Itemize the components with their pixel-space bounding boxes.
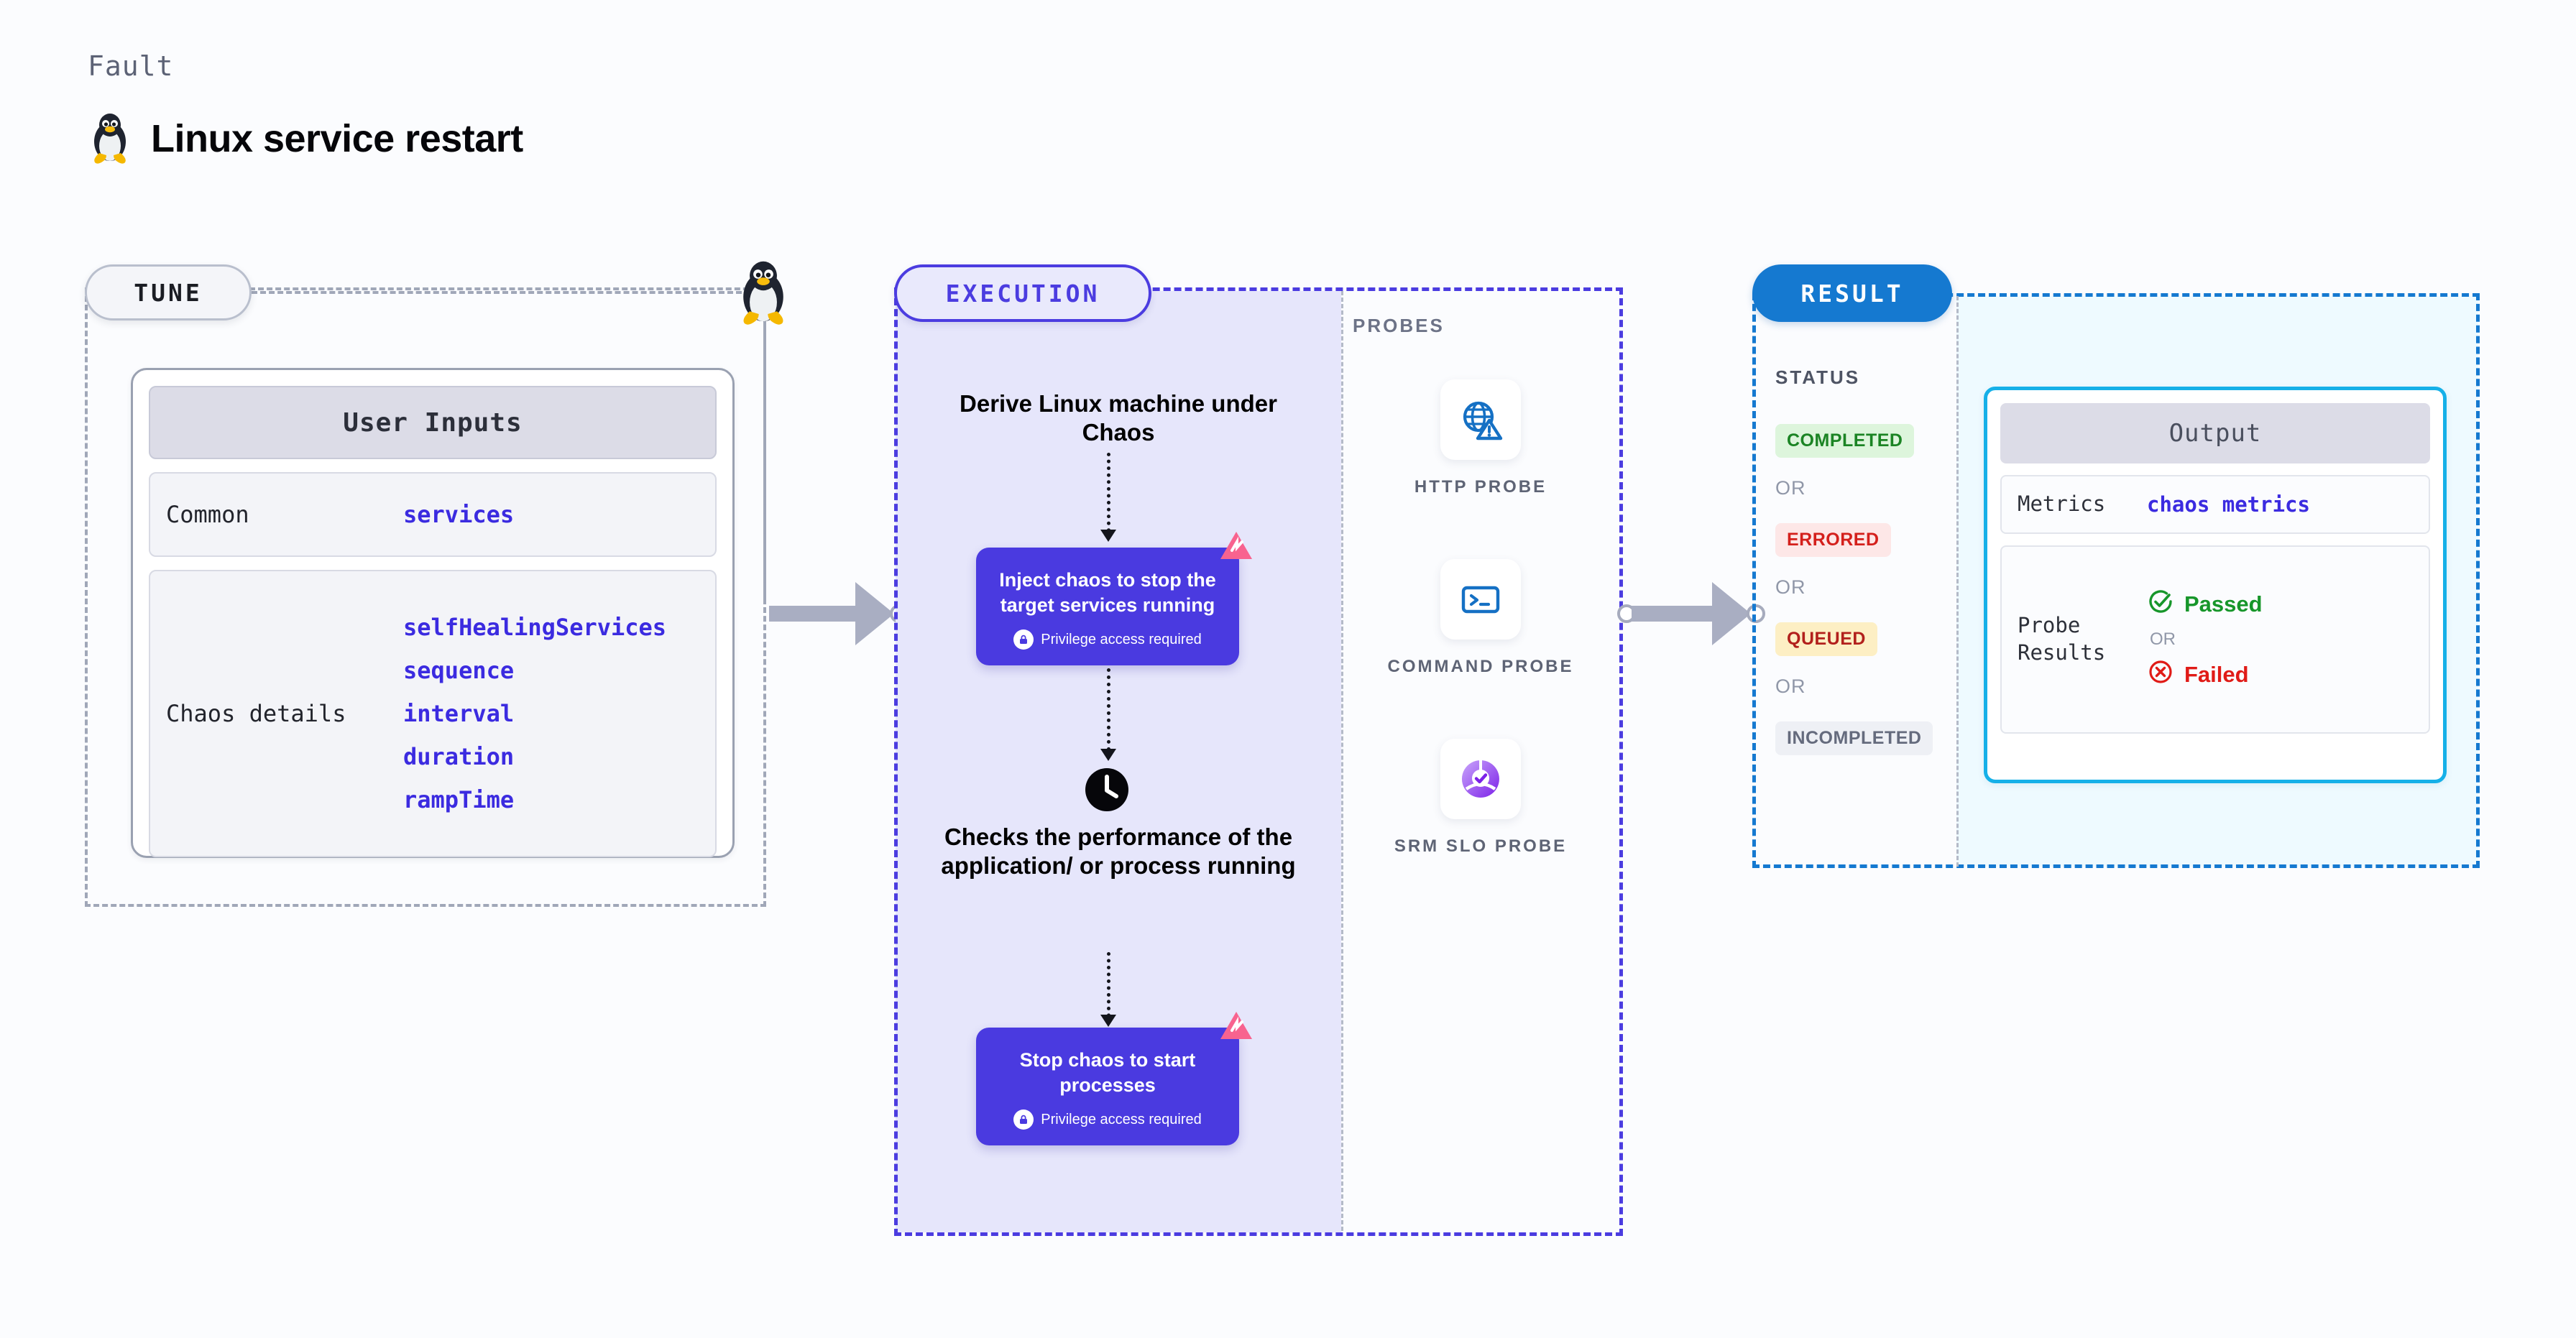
eyebrow-label: Fault: [88, 50, 174, 82]
row-key: Metrics: [2018, 492, 2106, 517]
row-key: Common: [166, 501, 249, 528]
execution-step-derive: Derive Linux machine under Chaos: [960, 390, 1277, 446]
flow-arrow-1: [1100, 453, 1116, 542]
row-key: Probe Results: [2018, 613, 2106, 665]
status-badge-completed: COMPLETED: [1775, 424, 1915, 458]
flow-arrow-2: [1100, 668, 1116, 761]
card-note-row: Privilege access required: [988, 629, 1228, 650]
row-values: selfHealingServices sequence interval du…: [403, 614, 666, 813]
card-note: Privilege access required: [1041, 631, 1202, 647]
output-card: Output Metrics chaos metrics Probe Resul…: [1984, 387, 2447, 783]
probe-srm-slo[interactable]: SRM SLO PROBE: [1387, 739, 1574, 858]
x-circle-icon: [2147, 658, 2174, 691]
probe-command[interactable]: COMMAND PROBE: [1387, 559, 1574, 678]
execution-card-stop-chaos[interactable]: Stop chaos to start processes Privilege …: [976, 1012, 1252, 1146]
result-divider: [1956, 296, 1959, 867]
probes-title: PROBES: [1353, 315, 1445, 336]
linux-penguin-icon: [88, 111, 132, 166]
or-separator: OR: [1775, 477, 1806, 499]
input-param[interactable]: interval: [403, 700, 515, 727]
status-badge-errored: ERRORED: [1775, 523, 1891, 557]
input-param[interactable]: services: [403, 501, 515, 528]
probes-divider: [1341, 291, 1343, 1231]
check-circle-icon: [2147, 588, 2174, 621]
execution-step-checks: Checks the performance of the applicatio…: [941, 823, 1296, 880]
or-separator: OR: [1775, 576, 1806, 598]
execution-card-inject-chaos[interactable]: Inject chaos to stop the target services…: [976, 532, 1252, 666]
connector-arrow-execution-to-result: [1617, 582, 1765, 645]
probe-result-passed: Passed: [2147, 588, 2263, 621]
probe-result-failed: Failed: [2147, 658, 2263, 691]
status-badge-incompleted: INCOMPLETED: [1775, 721, 1933, 755]
globe-warning-icon: [1440, 379, 1521, 460]
row-values: services: [403, 501, 514, 528]
failed-label: Failed: [2184, 662, 2249, 687]
output-header: Output: [2000, 403, 2430, 463]
tune-connector-vertical: [763, 291, 766, 600]
tune-linux-node-icon: [735, 259, 792, 331]
output-row-probe-results: Probe Results Passed OR: [2000, 545, 2430, 734]
user-inputs-row-chaos-details: Chaos details selfHealingServices sequen…: [149, 570, 717, 857]
chaos-tag-icon: [1218, 529, 1255, 570]
input-param[interactable]: sequence: [403, 657, 515, 684]
user-inputs-header: User Inputs: [149, 386, 717, 459]
input-param[interactable]: selfHealingServices: [403, 614, 667, 641]
or-separator: OR: [1775, 675, 1806, 697]
probe-result-values: Passed OR Failed: [2147, 588, 2263, 691]
execution-badge[interactable]: EXECUTION: [894, 264, 1151, 322]
card-title: Stop chaos to start processes: [1019, 1049, 1196, 1097]
flow-arrow-3: [1100, 952, 1116, 1027]
card-title: Inject chaos to stop the target services…: [999, 569, 1216, 617]
lock-icon: [1013, 1109, 1034, 1130]
tune-connector-horizontal: [252, 291, 742, 294]
probe-label: SRM SLO PROBE: [1394, 836, 1568, 856]
execution-section-container: [894, 287, 1623, 1236]
user-inputs-row-common: Common services: [149, 472, 717, 557]
probe-label: HTTP PROBE: [1414, 477, 1547, 497]
result-badge[interactable]: RESULT: [1752, 264, 1952, 322]
input-param[interactable]: rampTime: [403, 786, 515, 813]
or-separator: OR: [2150, 629, 2176, 649]
terminal-icon: [1440, 559, 1521, 640]
card-note-row: Privilege access required: [988, 1109, 1228, 1130]
status-title: STATUS: [1775, 366, 1861, 388]
probe-label: COMMAND PROBE: [1387, 657, 1574, 676]
user-inputs-card: User Inputs Common services Chaos detail…: [131, 368, 735, 858]
row-key: Chaos details: [166, 700, 346, 727]
lock-icon: [1013, 629, 1034, 650]
result-section-container: [1752, 293, 2480, 868]
output-row-metrics: Metrics chaos metrics: [2000, 475, 2430, 534]
page-title: Linux service restart: [151, 117, 523, 160]
metrics-link[interactable]: chaos metrics: [2147, 492, 2310, 517]
tune-badge[interactable]: TUNE: [85, 264, 252, 320]
card-note: Privilege access required: [1041, 1111, 1202, 1127]
passed-label: Passed: [2184, 591, 2263, 617]
connector-arrow-tune-to-execution: [769, 582, 908, 645]
clock-icon: [1082, 765, 1131, 818]
status-badge-queued: QUEUED: [1775, 622, 1877, 656]
slo-donut-check-icon: [1440, 739, 1521, 819]
probe-http[interactable]: HTTP PROBE: [1387, 379, 1574, 499]
input-param[interactable]: duration: [403, 743, 515, 770]
chaos-tag-icon: [1218, 1009, 1255, 1050]
page-title-row: Linux service restart: [88, 111, 523, 166]
